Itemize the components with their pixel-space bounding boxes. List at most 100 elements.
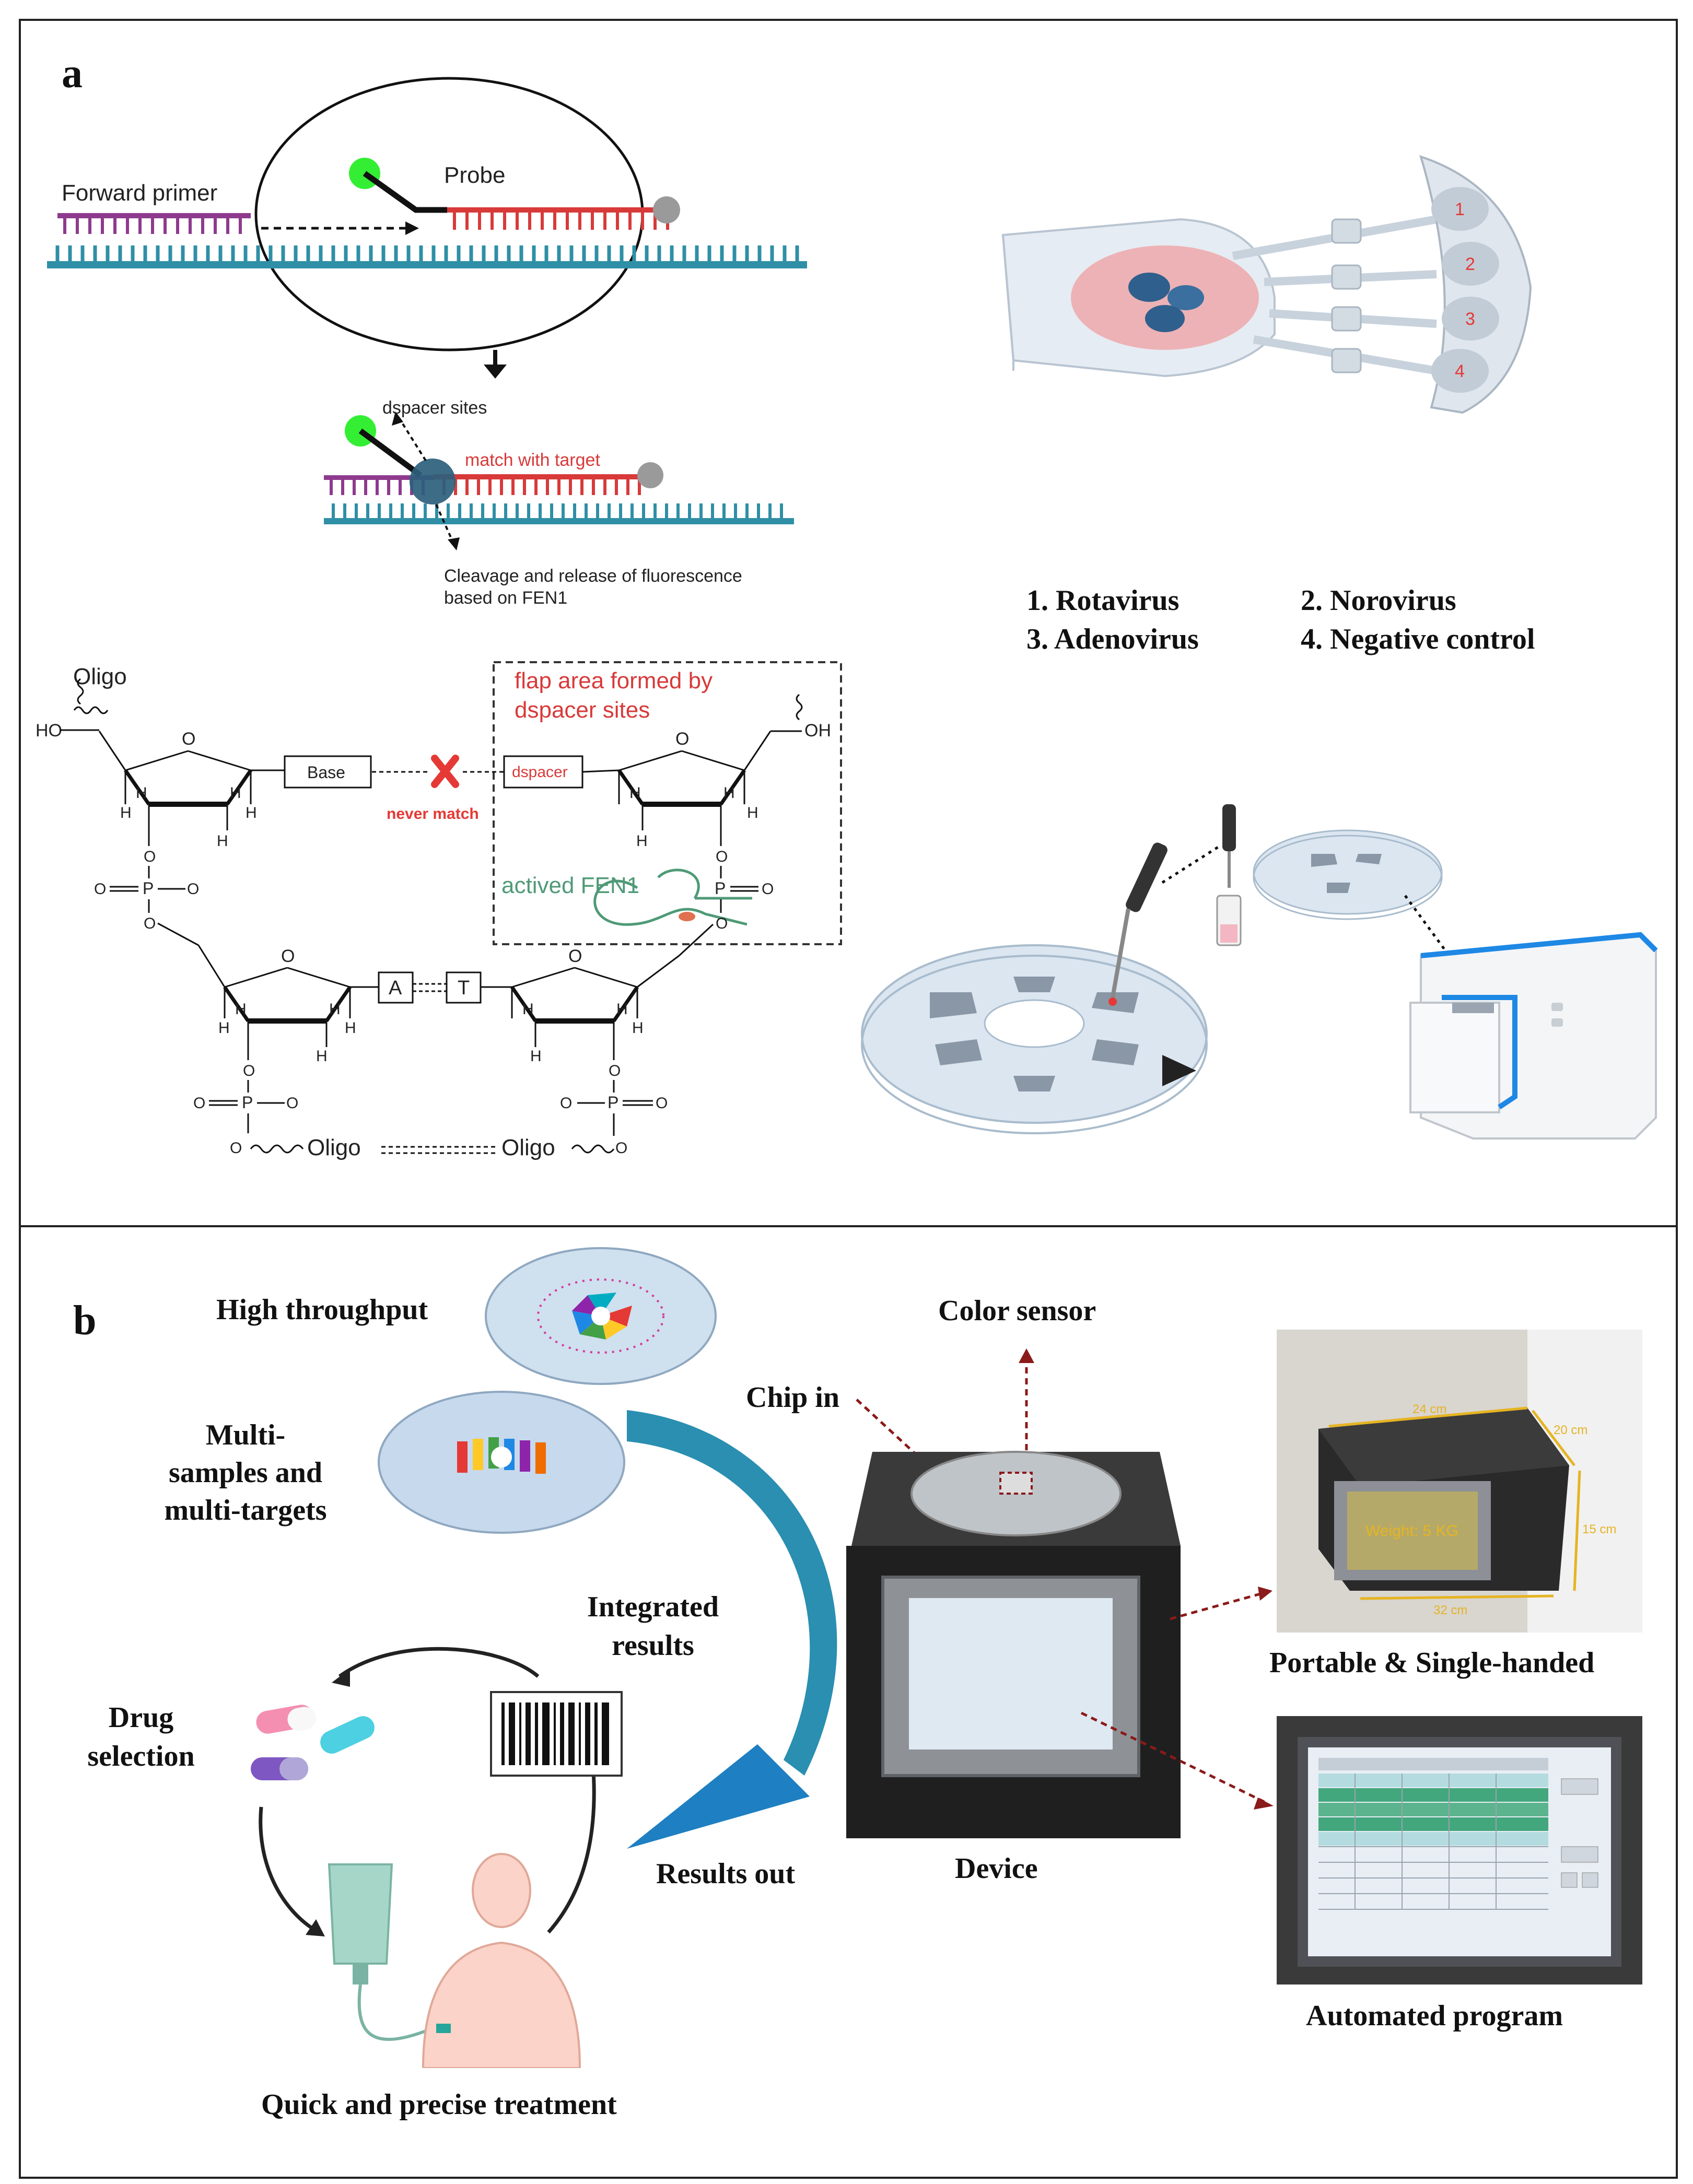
o-ring-1: O bbox=[182, 729, 195, 749]
o-up-right-1: O bbox=[716, 848, 728, 865]
cleavage-label-line2: based on FEN1 bbox=[444, 588, 567, 608]
flap-area-box bbox=[493, 661, 842, 945]
process-arrow bbox=[1162, 1055, 1196, 1086]
sugar-ring-2 bbox=[582, 730, 802, 830]
template-strand bbox=[47, 261, 807, 268]
dspacer-label: dspacer bbox=[512, 764, 568, 781]
well-1 bbox=[1431, 187, 1489, 231]
quick-treatment-label: Quick and precise treatment bbox=[261, 2088, 617, 2121]
dim-24-label: 24 cm bbox=[1412, 1402, 1446, 1416]
h4d: H bbox=[632, 1019, 644, 1037]
dropper-icon-2 bbox=[1216, 804, 1242, 946]
results-out-label: Results out bbox=[656, 1858, 796, 1890]
probe-strand bbox=[447, 207, 672, 213]
disc-chip-small bbox=[1253, 829, 1443, 915]
drug-line2: selection bbox=[87, 1740, 195, 1772]
lower-quencher bbox=[637, 462, 663, 488]
o-up-right-2: O bbox=[716, 915, 728, 932]
oligo-top-left: Oligo bbox=[73, 664, 127, 689]
lower-probe-teeth bbox=[442, 478, 641, 495]
dim-20-label: 20 cm bbox=[1554, 1423, 1587, 1437]
oligo-squiggle-tr bbox=[796, 694, 803, 721]
oh-label: OH bbox=[804, 721, 831, 741]
h4b: H bbox=[616, 1001, 628, 1018]
forward-primer-teeth bbox=[63, 217, 242, 234]
cleavage-arrow bbox=[435, 504, 454, 544]
chip-loading-illustration bbox=[861, 804, 1658, 1140]
h1c: H bbox=[120, 804, 132, 821]
portable-label: Portable & Single-handed bbox=[1269, 1647, 1595, 1679]
channel-connectors bbox=[1331, 218, 1362, 373]
results-flow-arrow bbox=[627, 1410, 837, 1849]
h3d: H bbox=[345, 1019, 356, 1037]
h3c: H bbox=[218, 1019, 230, 1037]
automated-label: Automated program bbox=[1306, 2000, 1563, 2032]
p-up-right: P bbox=[715, 879, 726, 898]
o-br-dbl: O bbox=[656, 1095, 668, 1112]
panel-b bbox=[19, 1225, 1678, 2179]
o-br-2: O bbox=[615, 1140, 627, 1157]
oligo-squiggle-tl bbox=[73, 706, 109, 714]
drug-line1: Drug bbox=[108, 1701, 174, 1734]
multi-line3: multi-targets bbox=[164, 1494, 327, 1527]
portable-device-photo: 24 cm 20 cm 15 cm 32 cm Weight: 5 KG bbox=[1277, 1330, 1642, 1633]
probe-ellipse bbox=[254, 77, 644, 351]
oligo-bottom-right: Oligo bbox=[501, 1135, 555, 1160]
o-ring-2: O bbox=[675, 729, 689, 749]
h3a: H bbox=[235, 1001, 247, 1018]
match-with-target-label: match with target bbox=[465, 450, 600, 470]
h4a: H bbox=[522, 1001, 534, 1018]
base-label: Base bbox=[307, 763, 345, 782]
quencher bbox=[653, 196, 680, 224]
well-3 bbox=[1442, 297, 1499, 340]
panel-a-letter: a bbox=[62, 51, 83, 97]
multi-samples-label: Multi- samples and multi-targets bbox=[141, 1416, 350, 1529]
dspacer-sites-label: dspacer sites bbox=[382, 398, 487, 418]
lower-probe-flap bbox=[358, 428, 423, 478]
h2c: H bbox=[636, 832, 648, 850]
o-ring-3: O bbox=[281, 946, 295, 966]
legend-item-1: 1. Rotavirus bbox=[1026, 584, 1180, 617]
o-bl-dbl: O bbox=[193, 1095, 205, 1112]
multi-line1: Multi- bbox=[205, 1419, 286, 1451]
base-box bbox=[284, 755, 372, 789]
sugar-ring-4 bbox=[481, 955, 680, 1047]
well-4 bbox=[1431, 349, 1489, 393]
integrated-line2: results bbox=[612, 1629, 694, 1662]
flap-label-line2: dspacer sites bbox=[515, 697, 650, 723]
p-bl: P bbox=[242, 1093, 253, 1112]
high-throughput-label: High throughput bbox=[216, 1294, 428, 1326]
chip-in-label: Chip in bbox=[746, 1381, 839, 1414]
extension-arrowhead bbox=[405, 221, 419, 235]
forward-primer-label: Forward primer bbox=[62, 180, 217, 206]
dim-15-label: 15 cm bbox=[1582, 1522, 1616, 1536]
o-minus-left: O bbox=[187, 880, 199, 898]
panel-b-letter: b bbox=[73, 1298, 97, 1344]
probe-flap bbox=[363, 171, 447, 213]
lower-template-teeth bbox=[332, 503, 783, 519]
probe-label: Probe bbox=[444, 162, 505, 188]
dspacer-arrow bbox=[399, 418, 427, 462]
multi-target-chip bbox=[378, 1391, 625, 1534]
automated-program-photo bbox=[1277, 1716, 1642, 1985]
integrated-results-label: Integrated results bbox=[548, 1588, 757, 1665]
h1b: H bbox=[230, 784, 241, 802]
lower-template-strand bbox=[324, 518, 794, 524]
oligo-bottom-left: Oligo bbox=[307, 1135, 361, 1160]
lower-probe-strand bbox=[434, 474, 648, 479]
integrated-line1: Integrated bbox=[587, 1591, 719, 1623]
t-label: T bbox=[458, 977, 470, 999]
p-br: P bbox=[608, 1093, 618, 1112]
fen1-enzyme bbox=[410, 459, 456, 504]
weight-label: Weight: 5 KG bbox=[1365, 1522, 1458, 1540]
h2d: H bbox=[747, 804, 758, 821]
h4c: H bbox=[530, 1048, 542, 1065]
h1a: H bbox=[136, 784, 147, 802]
h3b: H bbox=[329, 1001, 341, 1018]
o-up-left-2: O bbox=[144, 915, 156, 932]
dropper-icon bbox=[1108, 842, 1167, 1006]
probe-schematic: Forward primer Probe bbox=[47, 77, 807, 608]
cleavage-arrowhead bbox=[448, 537, 460, 550]
legend-item-4: 4. Negative control bbox=[1301, 623, 1535, 655]
